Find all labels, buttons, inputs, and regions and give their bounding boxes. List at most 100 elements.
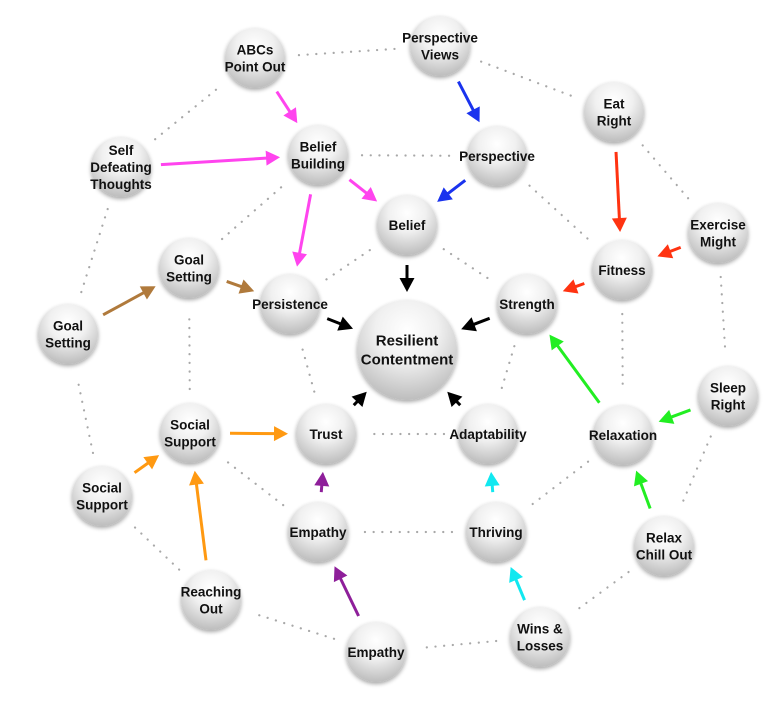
node-label: Belief	[300, 140, 337, 155]
dotted-link-sleep-chill	[680, 435, 712, 507]
node-circle	[346, 622, 406, 682]
dotted-link-goal_in-bbuild	[220, 182, 287, 241]
node-fitness[interactable]: Fitness	[592, 240, 652, 300]
node-label: Eat	[603, 97, 625, 112]
arrow-head	[337, 316, 354, 331]
node-circle	[410, 16, 470, 76]
node-circle	[159, 238, 219, 298]
node-label: Views	[421, 48, 459, 63]
arrow-shaft	[275, 90, 293, 114]
arrow-shaft	[297, 194, 313, 256]
node-thriving[interactable]: Thriving	[466, 502, 526, 562]
node-circle	[688, 203, 748, 263]
arrow-persp-to-belief	[437, 179, 467, 202]
arrow-head	[361, 186, 378, 202]
arrow-head	[658, 409, 675, 424]
node-label: Perspective	[459, 149, 535, 164]
arrow-chill-to-relax	[633, 470, 652, 509]
arrow-wins-to-thriving	[509, 567, 526, 601]
node-circle	[296, 404, 356, 464]
node-label: Belief	[389, 218, 426, 233]
arrow-fitness-to-strength	[562, 279, 585, 294]
arrow-bbuild-to-persist	[292, 194, 313, 267]
arrow-head	[351, 391, 367, 408]
arrow-abcs-to-bbuild	[275, 90, 298, 124]
arrow-shaft	[160, 156, 269, 167]
node-wins[interactable]: Wins & Losses	[510, 607, 570, 667]
arrow-reaching-to-social_in	[189, 470, 208, 561]
node-label: Perspective	[402, 31, 478, 46]
node-trust[interactable]: Trust	[296, 404, 356, 464]
dotted-link-exercise-sleep	[719, 275, 727, 354]
arrow-head	[143, 455, 160, 470]
node-adapt[interactable]: Adaptability	[449, 404, 527, 464]
node-persist[interactable]: Persistence	[252, 274, 328, 334]
arrow-head	[549, 334, 564, 351]
node-circle	[357, 300, 457, 400]
dotted-link-strength-adapt	[499, 345, 516, 393]
arrow-head	[333, 566, 348, 583]
node-circle	[698, 366, 758, 426]
arrow-belief-to-resilient	[399, 265, 415, 292]
arrow-head	[399, 278, 415, 292]
node-label: Wins &	[517, 622, 563, 637]
arrow-head	[292, 251, 307, 267]
node-label: Social	[82, 481, 122, 496]
node-label: Sleep	[710, 381, 746, 396]
dotted-link-social_out-goal_out	[75, 375, 95, 455]
node-strength[interactable]: Strength	[497, 274, 557, 334]
arrow-head	[273, 426, 289, 442]
arrow-relax-to-strength	[549, 334, 601, 404]
node-circle	[510, 607, 570, 667]
arrow-social_out-to-social_in	[133, 455, 160, 474]
arrow-head	[611, 217, 627, 233]
arrow-head	[314, 471, 330, 487]
node-relax[interactable]: Relaxation	[589, 405, 657, 465]
arrow-goal_in-to-persist	[226, 279, 255, 294]
node-circle	[592, 240, 652, 300]
arrow-bbuild-to-belief	[348, 178, 378, 202]
arrow-shaft	[513, 577, 526, 601]
arrow-trust-to-resilient	[351, 391, 367, 408]
dotted-link-wins-empathy_out	[418, 639, 498, 650]
node-empathy_in[interactable]: Empathy	[288, 502, 348, 562]
node-label: Setting	[45, 336, 91, 351]
node-empathy_out[interactable]: Empathy	[346, 622, 406, 682]
node-persp[interactable]: Perspective	[459, 126, 535, 186]
arrow-shaft	[338, 576, 360, 617]
node-label: Thriving	[469, 525, 522, 540]
node-circle	[160, 403, 220, 463]
node-label: Losses	[517, 639, 564, 654]
node-label: ABCs	[237, 43, 274, 58]
node-belief[interactable]: Belief	[377, 195, 437, 255]
node-label: Trust	[309, 427, 343, 442]
arrow-adapt-to-resilient	[447, 391, 463, 408]
arrow-head	[509, 567, 524, 583]
node-label: Might	[700, 235, 736, 250]
node-label: Right	[711, 398, 746, 413]
node-circle	[593, 405, 653, 465]
node-circle	[466, 502, 526, 562]
dotted-link-persp-fitness	[528, 184, 591, 242]
node-circle	[225, 28, 285, 88]
dotted-link-eat-exercise	[641, 144, 691, 201]
arrow-head	[657, 244, 674, 259]
arrow-head	[461, 317, 477, 332]
node-label: Fitness	[598, 263, 645, 278]
arrow-exercise-to-fitness	[657, 244, 682, 259]
dotted-link-reaching-social_out	[132, 525, 181, 571]
